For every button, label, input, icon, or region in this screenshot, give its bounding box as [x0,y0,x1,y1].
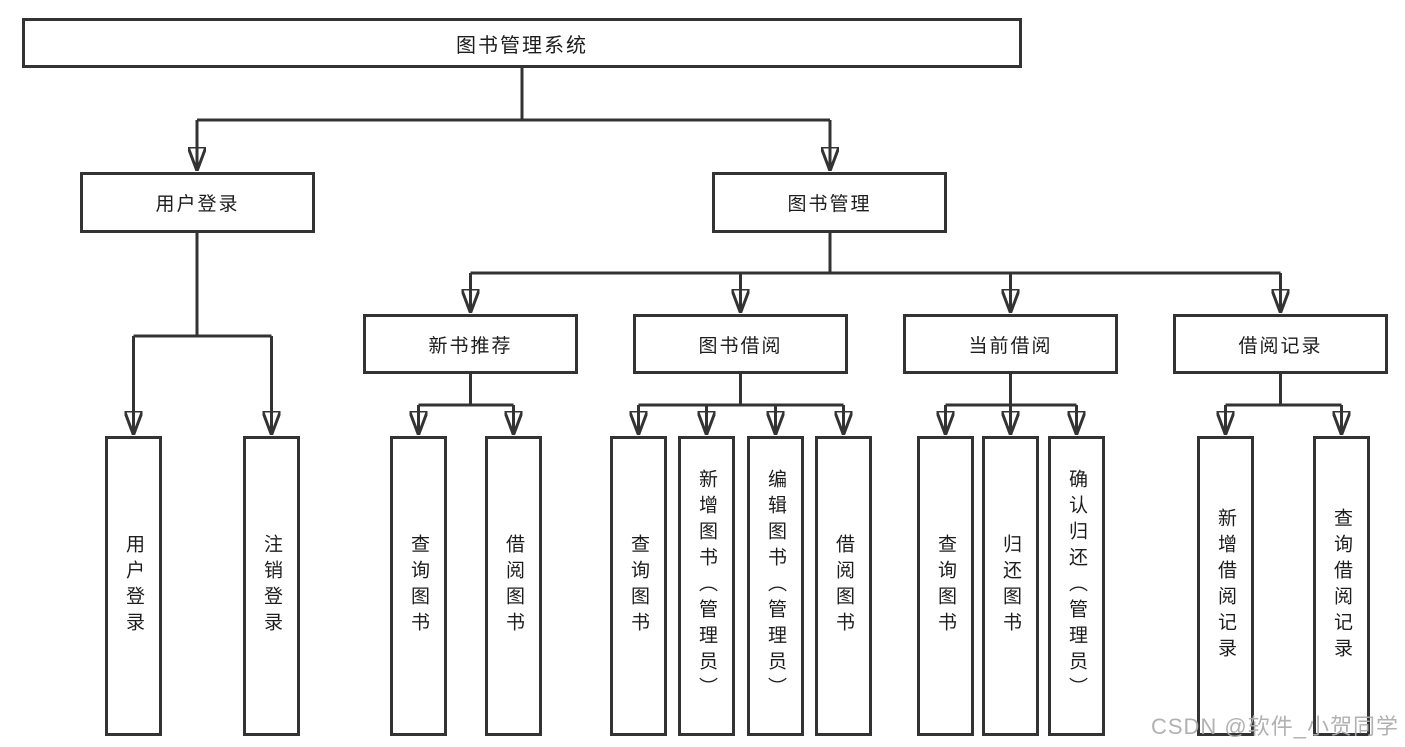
leaf-logout: 注销登录 [243,436,300,736]
leaf-user-login: 用户登录 [105,436,162,736]
leaf-query-book-borrowing: 查询图书 [610,436,667,736]
node-user-login-branch: 用户登录 [80,172,315,233]
leaf-borrow-book-recommend: 借阅图书 [485,436,542,736]
leaf-query-book-recommend: 查询图书 [390,436,447,736]
node-book-borrowing: 图书借阅 [633,314,848,374]
node-current-borrowing: 当前借阅 [903,314,1118,374]
node-new-book-recommendation: 新书推荐 [363,314,578,374]
leaf-add-book-admin: 新增图书（管理员） [678,436,735,736]
node-borrowing-records: 借阅记录 [1173,314,1388,374]
leaf-return-book: 归还图书 [982,436,1039,736]
leaf-query-borrow-record: 查询借阅记录 [1313,436,1370,736]
node-system-root: 图书管理系统 [22,18,1022,68]
leaf-borrow-book: 借阅图书 [815,436,872,736]
node-book-management-branch: 图书管理 [712,172,947,233]
leaf-query-book-current: 查询图书 [917,436,974,736]
leaf-add-borrow-record: 新增借阅记录 [1197,436,1254,736]
leaf-edit-book-admin: 编辑图书（管理员） [747,436,804,736]
connector-trunks [133,68,1342,407]
csdn-watermark: CSDN @软件_小贺同学 [1150,714,1399,739]
leaf-confirm-return-admin: 确认归还（管理员） [1048,436,1105,736]
